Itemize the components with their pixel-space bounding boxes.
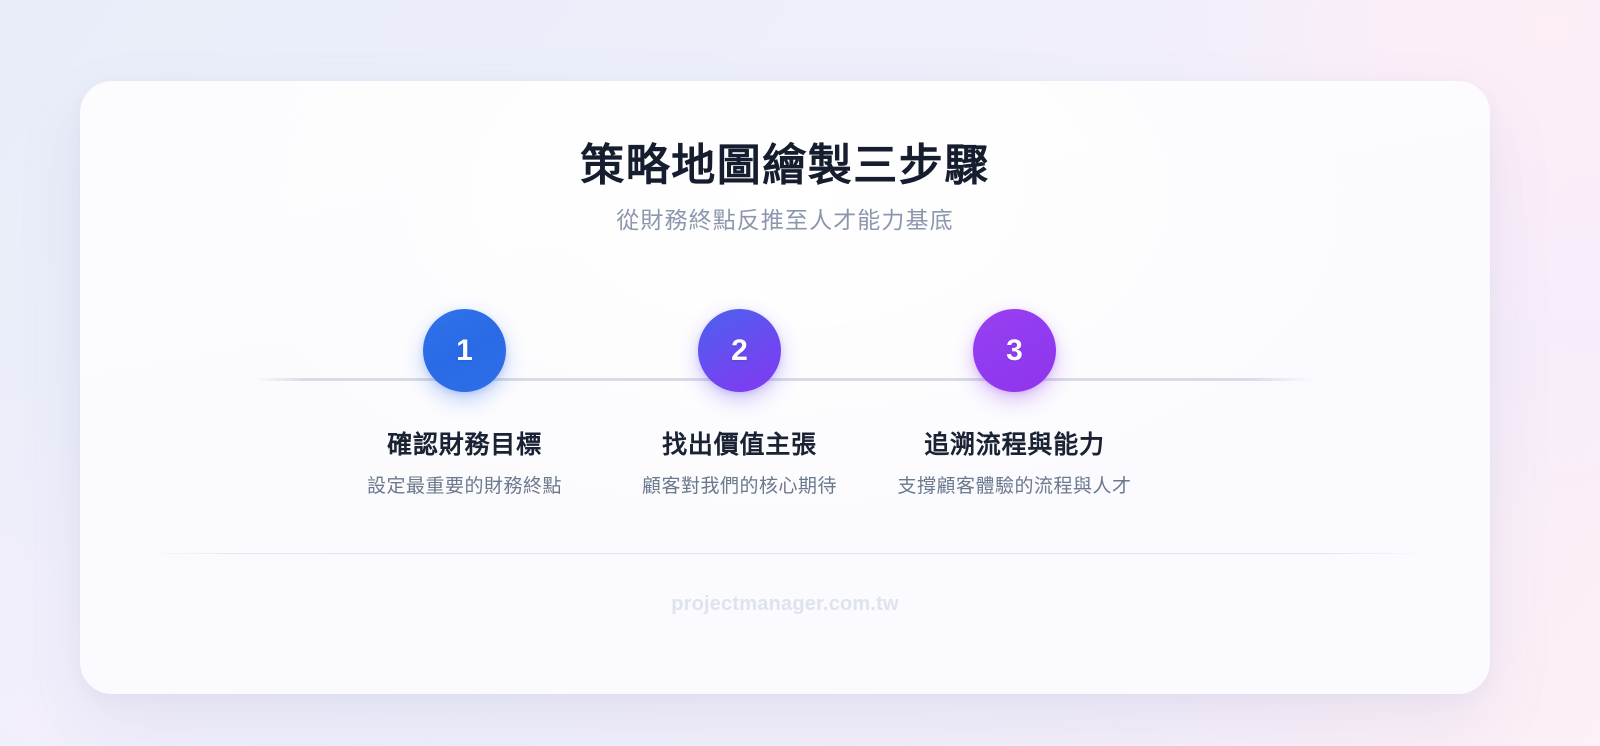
step-number-3: 3 — [1006, 333, 1023, 367]
step-item-2: 2 找出價值主張 顧客對我們的核心期待 — [602, 309, 877, 500]
page-subtitle: 從財務終點反推至人才能力基底 — [616, 206, 954, 233]
step-description-1: 設定最重要的財務終點 — [366, 476, 562, 498]
step-title-1: 確認財務目標 — [387, 431, 542, 459]
step-number-2: 2 — [731, 333, 748, 367]
brand-watermark: projectmanager.com.tw — [671, 593, 899, 615]
card-footer: projectmanager.com.tw — [80, 593, 1490, 616]
step-description-2: 顧客對我們的核心期待 — [641, 476, 837, 498]
page-title: 策略地圖繪製三步驟 — [580, 141, 990, 190]
step-item-3: 3 追溯流程與能力 支撐顧客體驗的流程與人才 — [877, 309, 1152, 500]
step-title-3: 追溯流程與能力 — [924, 431, 1105, 459]
card-header: 策略地圖繪製三步驟 從財務終點反推至人才能力基底 — [80, 81, 1490, 236]
step-connector-line — [253, 378, 1313, 381]
step-number-badge-2: 2 — [698, 309, 781, 392]
steps-list: 1 確認財務目標 設定最重要的財務終點 2 找出價值主張 顧客對我們的核心期待 … — [327, 309, 1152, 500]
infographic-card: 策略地圖繪製三步驟 從財務終點反推至人才能力基底 1 確認財務目標 設定最重要的… — [80, 81, 1490, 694]
step-number-1: 1 — [456, 333, 473, 367]
step-description-3: 支撐顧客體驗的流程與人才 — [897, 476, 1132, 498]
step-number-badge-1: 1 — [423, 309, 506, 392]
footer-divider — [143, 553, 1427, 554]
step-title-2: 找出價值主張 — [662, 431, 817, 459]
step-number-badge-3: 3 — [973, 309, 1056, 392]
step-item-1: 1 確認財務目標 設定最重要的財務終點 — [327, 309, 602, 500]
steps-section: 1 確認財務目標 設定最重要的財務終點 2 找出價值主張 顧客對我們的核心期待 … — [80, 309, 1490, 539]
